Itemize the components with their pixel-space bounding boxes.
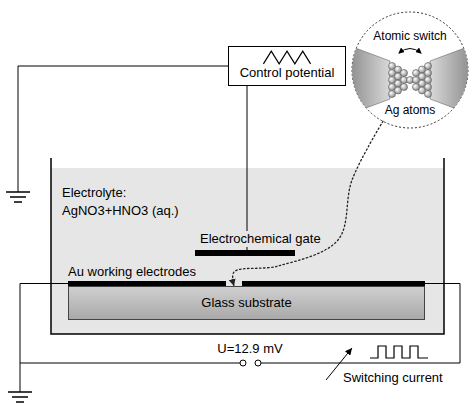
current-label: Switching current [343,370,443,386]
label-holder: U=12.9 mV [217,341,282,357]
dotted-leader [233,121,383,286]
pulse-train [370,346,428,358]
gate-electrode [195,250,295,256]
inset-circle: Atomic switch Ag atoms [350,10,470,130]
electrode-wire [425,283,445,284]
triangle-wave [263,51,310,64]
label-holder: Switching current [343,370,443,386]
label-holder: Electrochemical gate [198,231,323,247]
label-holder: Au working electrodes [68,264,196,280]
inset-label: Ag atoms [385,103,436,117]
circuit-wire [20,363,240,364]
electrode-tip [350,46,390,114]
electrode-tip [430,46,470,114]
electrolyte-label: Electrolyte: [62,184,126,202]
control-box: Control potential [228,46,346,86]
triangle-wave-icon [229,47,345,67]
electrode-wire [50,283,68,284]
ground-symbol [14,201,22,203]
beaker-wall [51,158,444,334]
electrode-wire [20,284,50,393]
ground-symbol [12,396,28,398]
gate-label: Electrochemical gate [198,231,323,247]
voltage-terminal [255,360,261,366]
gate-wire [247,86,248,158]
electrode-label: Au working electrodes [68,264,196,280]
control-label: Control potential [240,65,335,81]
ground-symbol [16,401,24,403]
glass-substrate: Glass substrate [68,286,425,320]
electrolyte-label: AgNO3+HNO3 (aq.) [62,202,179,220]
voltage-label: U=12.9 mV [217,341,282,357]
substrate-label: Glass substrate [201,295,291,311]
ground-symbol [6,191,30,193]
switch-arrow [399,49,421,54]
ground-symbol [10,196,26,198]
ag-atoms [389,63,432,98]
voltage-terminal [240,360,246,366]
ground-symbol [8,391,32,393]
inset-label: Atomic switch [373,29,446,43]
